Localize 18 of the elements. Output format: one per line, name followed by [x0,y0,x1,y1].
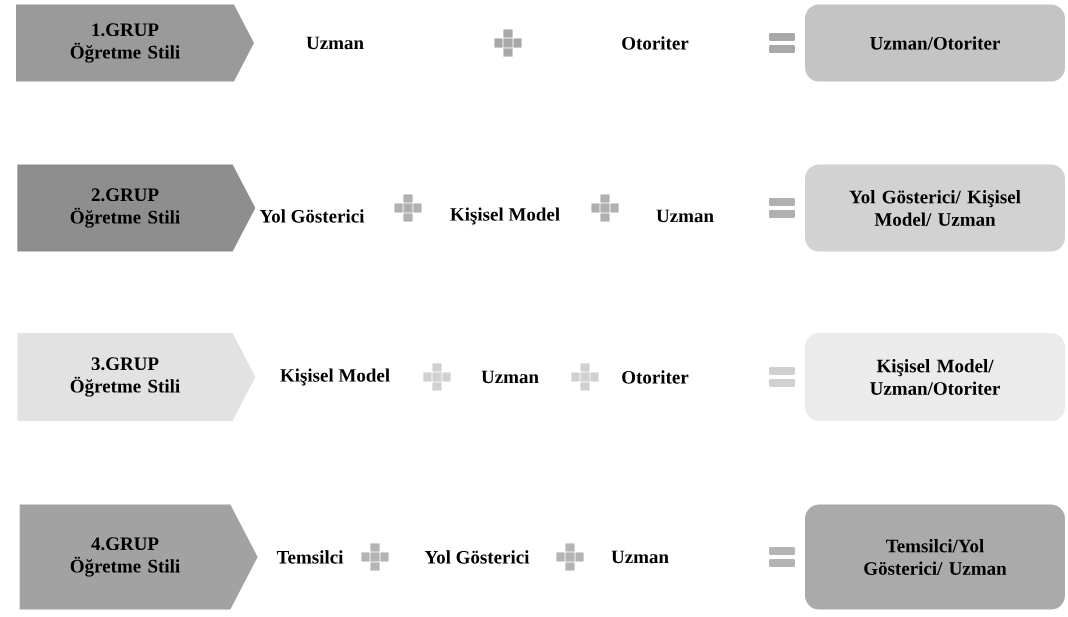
pentagon-box: 1.GRUP Öğretme Stili [16,4,255,82]
term-text: Temsilci [276,550,344,564]
result-box: Uzman/Otoriter [805,4,1065,82]
pentagon-box: 2.GRUP Öğretme Stili [17,164,256,252]
result-box: Temsilci/Yol Gösterici/ Uzman [805,504,1065,610]
term-text: Kişisel Model [280,368,390,386]
term-text: Uzman [306,36,364,50]
pentagon-box: 3.GRUP Öğretme Stili [17,333,256,421]
term-text: Yol Gösterici [424,550,530,564]
result-box: Kişisel Model/ Uzman/Otoriter [805,333,1065,421]
term-text: Uzman [481,370,539,384]
term-text: Uzman [656,209,714,223]
term-text: Otoriter [622,36,689,50]
term-text: Uzman [611,550,669,564]
term-text: Kişisel Model [450,207,560,225]
pentagon-box: 4.GRUP Öğretme Stili [19,504,258,610]
result-box: Yol Gösterici/ Kişisel Model/ Uzman [805,164,1065,252]
term-text: Otoriter [622,370,689,384]
